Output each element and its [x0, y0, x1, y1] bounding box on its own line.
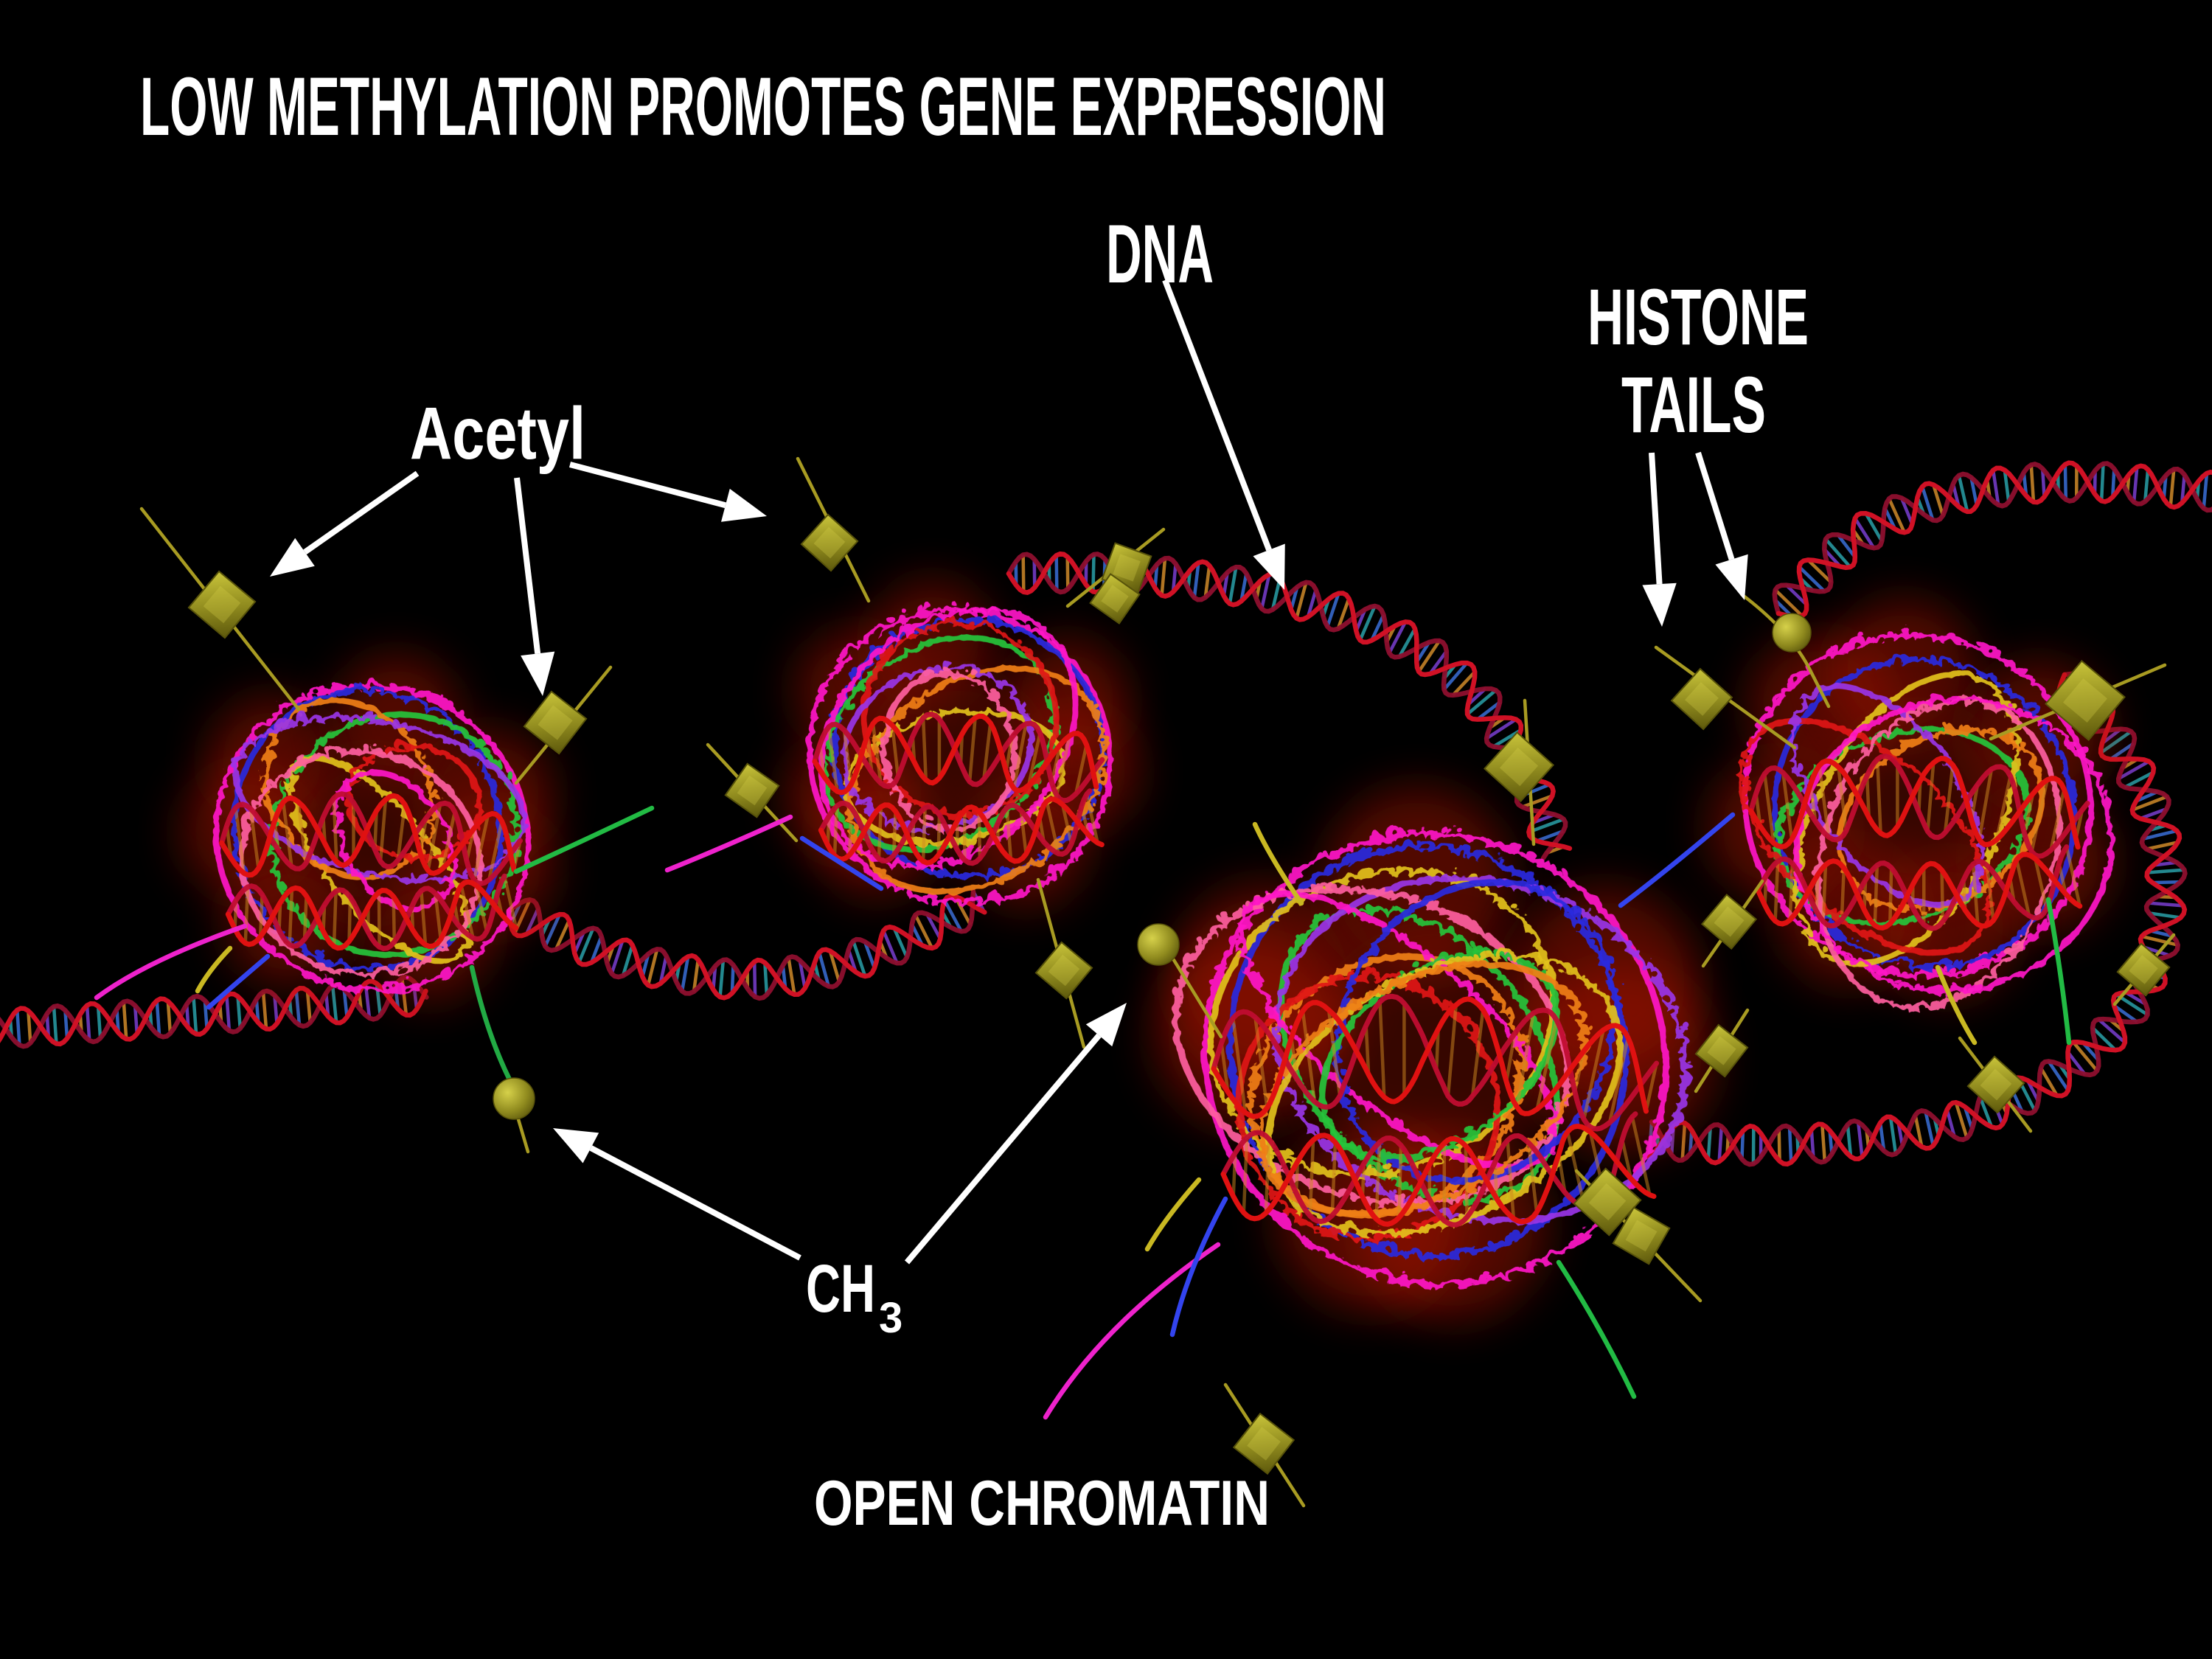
protein-coil-loop — [852, 666, 1112, 896]
histone-tails-label-line1: HISTONE — [1587, 272, 1809, 361]
nucleosome-ball — [782, 580, 1141, 908]
acetyl-group-cube — [2116, 942, 2171, 997]
dna-double-helix — [225, 873, 519, 951]
protein-coil-loop — [230, 710, 525, 879]
acetyl-annotation-arrow — [514, 477, 555, 696]
protein-coil-loop — [212, 678, 530, 989]
acetyl-label: Acetyl — [410, 392, 585, 475]
labels-layer: LOW METHYLATION PROMOTES GENE EXPRESSION… — [140, 60, 1809, 1539]
dna-double-helix — [1646, 671, 2188, 1167]
acetyl-group-cube — [1573, 1167, 1642, 1237]
acetyl-group-cube — [1966, 1055, 2025, 1114]
acetyl-group-cube — [2045, 660, 2126, 741]
dna-double-helix — [1748, 754, 2090, 859]
histone-tail — [94, 923, 248, 1001]
nucleosome-ball — [179, 653, 557, 1002]
histone-tail — [1556, 1259, 1637, 1399]
acetyl-group-cube — [523, 690, 588, 755]
histone-tail — [1043, 1242, 1221, 1420]
acetyl-group-cube — [1034, 941, 1093, 1000]
acetyl-group-cube — [800, 513, 859, 572]
protein-coil-loop — [883, 667, 1020, 829]
nucleosome-ball — [1707, 598, 2116, 1006]
dna-double-helix — [1755, 844, 2083, 931]
dna-rungs — [1647, 672, 2185, 1164]
illustration-layer — [0, 279, 2212, 1508]
histone-tail — [799, 835, 884, 891]
protein-coil-loop — [1741, 627, 2093, 973]
acetyl-annotation-arrow — [270, 470, 420, 577]
acetyl-group-cube — [1232, 1412, 1295, 1475]
tail-stalk — [516, 1117, 530, 1154]
dna-rungs — [1220, 1001, 1658, 1123]
acetyl-group-cube — [1483, 731, 1555, 803]
dna-double-helix — [818, 788, 1105, 866]
acetyl-group-cube — [187, 570, 257, 639]
ch3-annotation-arrow — [553, 1128, 801, 1261]
title-text: LOW METHYLATION PROMOTES GENE EXPRESSION — [140, 60, 1386, 153]
methyl-groups-layer — [493, 613, 1812, 1120]
methyl-group-sphere — [493, 1077, 535, 1120]
histone-tail — [1144, 1177, 1202, 1252]
histone-tails-annotation-arrow — [1695, 451, 1748, 600]
dna-double-helix — [812, 712, 1105, 804]
histone-glow — [1170, 882, 1363, 1074]
acetyl-group-cube — [1700, 893, 1758, 950]
tail-stalk — [1172, 958, 1223, 1039]
histone-tails-layer — [94, 805, 2072, 1420]
histone-tails-annotation-arrow — [1642, 452, 1677, 627]
histone-tail — [1618, 812, 1736, 908]
dna-label: DNA — [1106, 208, 1214, 300]
histone-tail — [2045, 897, 2072, 1046]
acetyl-group-cube — [1694, 1023, 1749, 1078]
acetyl-group-cube — [1670, 667, 1733, 731]
dna-double-helix — [1211, 993, 1660, 1132]
ch3-annotation-arrow — [904, 1003, 1127, 1265]
histone-tail — [469, 964, 513, 1084]
annotation-arrows-layer — [270, 279, 1748, 1265]
protein-coil-loop — [237, 743, 481, 973]
histone-tail — [664, 814, 793, 873]
dna-double-helix — [219, 791, 523, 887]
acetyl-annotation-arrow — [568, 462, 767, 522]
histone-tail — [1169, 1196, 1228, 1338]
acetyl-groups-layer — [187, 513, 2171, 1475]
dna-double-helix — [506, 888, 987, 1001]
nucleosome-ball — [1152, 786, 1717, 1322]
dna-double-helix — [1772, 460, 2212, 619]
ch3-label-subscript: 3 — [879, 1294, 902, 1342]
ch3-label-main: CH — [806, 1251, 875, 1326]
histone-tail — [513, 805, 655, 874]
protein-coil-loop — [1813, 694, 2060, 1006]
protein-coil-loop — [1236, 969, 1502, 1238]
protein-coil-loop — [847, 710, 1071, 849]
acetyl-group-cube — [724, 762, 780, 818]
methyl-group-sphere — [1772, 613, 1812, 653]
protein-coil-loop — [1338, 877, 1623, 1183]
histone-tail — [1252, 821, 1304, 906]
dna-double-helix — [1220, 1111, 1657, 1228]
acetyl-group-cube — [1089, 573, 1141, 625]
dna-annotation-arrow — [1162, 279, 1285, 590]
histone-tail — [206, 953, 271, 1010]
histone-tail — [1935, 964, 1978, 1046]
protein-coil-loop — [1200, 826, 1668, 1283]
open-chromatin-label: OPEN CHROMATIN — [814, 1468, 1270, 1539]
methyl-group-sphere — [1137, 923, 1180, 966]
histone-tails-label-line2: TAILS — [1621, 360, 1766, 449]
protein-coil-loop — [1262, 961, 1592, 1219]
histone-tail — [195, 945, 233, 994]
acetyl-group-cube — [1612, 1206, 1671, 1265]
